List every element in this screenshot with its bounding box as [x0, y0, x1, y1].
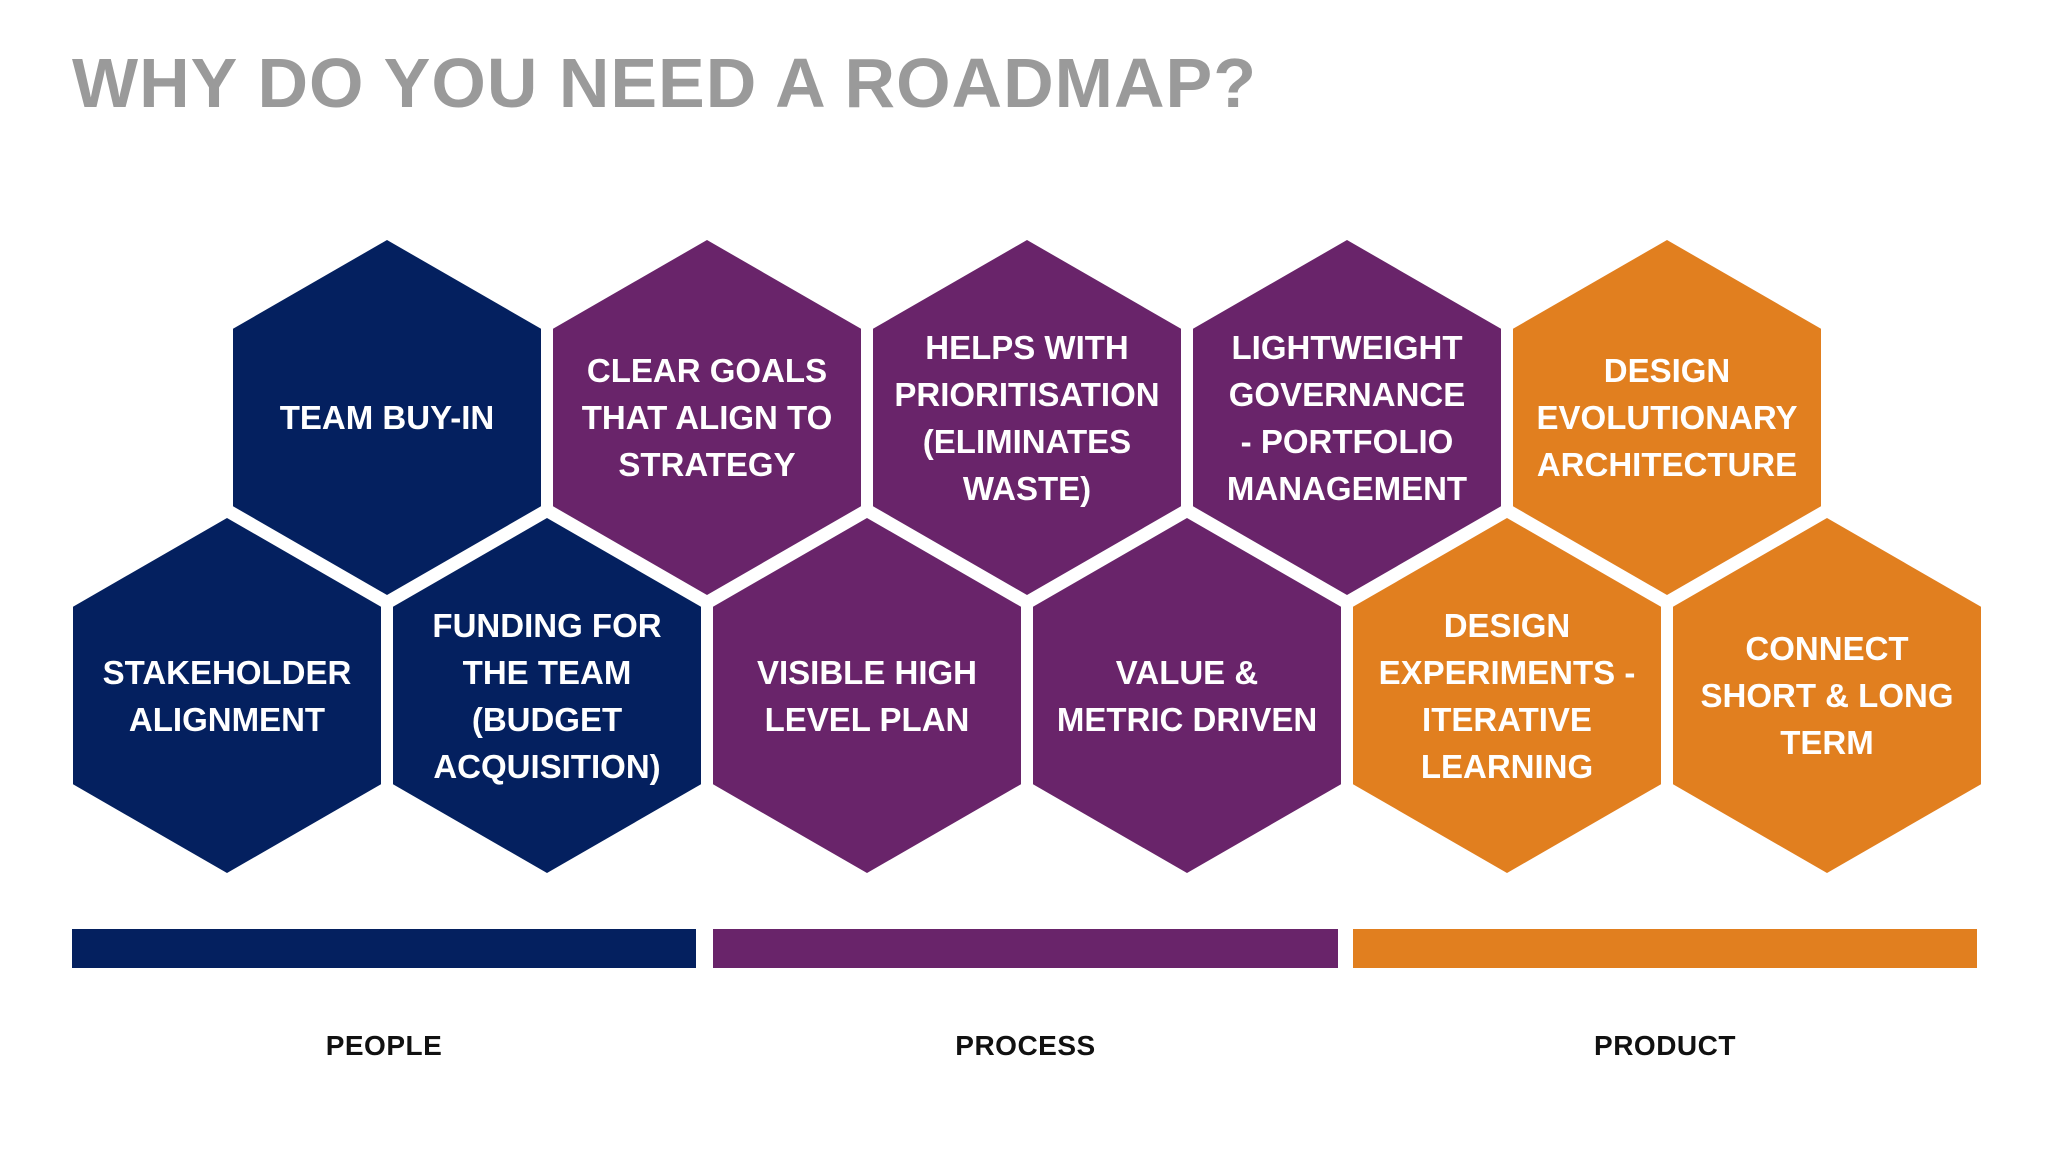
hexagon-stakeholder-alignment: STAKEHOLDER ALIGNMENT [73, 518, 381, 873]
hexagon-funding: FUNDING FOR THE TEAM (BUDGET ACQUISITION… [393, 518, 701, 873]
hexagon-label: FUNDING FOR THE TEAM (BUDGET ACQUISITION… [432, 606, 662, 785]
hexagon-label: HELPS WITH PRIORITISATION (ELIMINATES WA… [894, 328, 1160, 507]
hexagon-label: DESIGN EVOLUTIONARY ARCHITECTURE [1536, 352, 1798, 483]
hexagon-label: VALUE & METRIC DRIVEN [1056, 653, 1318, 738]
people-bar [72, 929, 696, 968]
hexagon-clear-goals: CLEAR GOALS THAT ALIGN TO STRATEGY [553, 240, 861, 595]
hexagon-connect-short-long: CONNECT SHORT & LONG TERM [1673, 518, 1981, 873]
product-bar [1353, 929, 1977, 968]
process-bar [713, 929, 1338, 968]
hexagon-label: CLEAR GOALS THAT ALIGN TO STRATEGY [581, 352, 833, 483]
hexagon-label: DESIGN EXPERIMENTS - ITERATIVE LEARNING [1378, 606, 1636, 785]
hexagon-label: TEAM BUY-IN [279, 399, 495, 436]
process-label: PROCESS [955, 1030, 1096, 1061]
hexagon-visible-plan: VISIBLE HIGH LEVEL PLAN [713, 518, 1021, 873]
hexagon-evolutionary-architecture: DESIGN EVOLUTIONARY ARCHITECTURE [1513, 240, 1821, 595]
hexagon-prioritisation: HELPS WITH PRIORITISATION (ELIMINATES WA… [873, 240, 1181, 595]
hexagon-team-buy-in: TEAM BUY-IN [233, 240, 541, 595]
hexagon-value-metric: VALUE & METRIC DRIVEN [1033, 518, 1341, 873]
people-label: PEOPLE [325, 1030, 443, 1061]
hexagon-governance: LIGHTWEIGHT GOVERNANCE - PORTFOLIO MANAG… [1193, 240, 1501, 595]
hexagon-label: LIGHTWEIGHT GOVERNANCE - PORTFOLIO MANAG… [1226, 328, 1468, 507]
hexagon-label: STAKEHOLDER ALIGNMENT [102, 653, 352, 738]
hexagon-label: CONNECT SHORT & LONG TERM [1700, 630, 1954, 761]
hexagon-label: VISIBLE HIGH LEVEL PLAN [756, 653, 978, 738]
hexagon-design-experiments: DESIGN EXPERIMENTS - ITERATIVE LEARNING [1353, 518, 1661, 873]
product-label: PRODUCT [1594, 1030, 1736, 1061]
page-title: WHY DO YOU NEED A ROADMAP? [72, 44, 1257, 122]
